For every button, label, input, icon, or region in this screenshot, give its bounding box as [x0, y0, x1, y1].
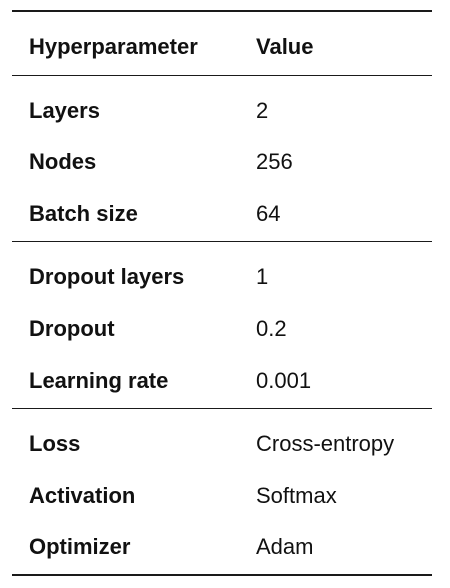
row-value: 256 — [256, 149, 293, 174]
row-value: Softmax — [256, 483, 337, 508]
row-param: Dropout layers — [29, 264, 185, 289]
row-value: 1 — [256, 264, 269, 289]
header-value: Value — [256, 34, 314, 59]
row-value: 2 — [256, 98, 269, 123]
top-rule — [12, 10, 432, 12]
row-value: Cross-entropy — [256, 431, 395, 456]
row-param: Batch size — [29, 201, 138, 226]
bottom-rule — [12, 574, 432, 576]
row-param: Nodes — [29, 149, 97, 174]
row-param: Dropout — [29, 316, 115, 341]
row-param: Activation — [29, 483, 136, 508]
row-param: Layers — [29, 98, 100, 123]
group-rule — [12, 408, 432, 409]
row-value: 0.001 — [256, 368, 312, 393]
row-value: 0.2 — [256, 316, 287, 341]
header-rule — [12, 75, 432, 76]
row-param: Learning rate — [29, 368, 169, 393]
row-value: 64 — [256, 201, 281, 226]
header-hyperparameter: Hyperparameter — [29, 34, 198, 59]
row-param: Optimizer — [29, 534, 131, 559]
row-param: Loss — [29, 431, 81, 456]
group-rule — [12, 241, 432, 242]
row-value: Adam — [256, 534, 314, 559]
